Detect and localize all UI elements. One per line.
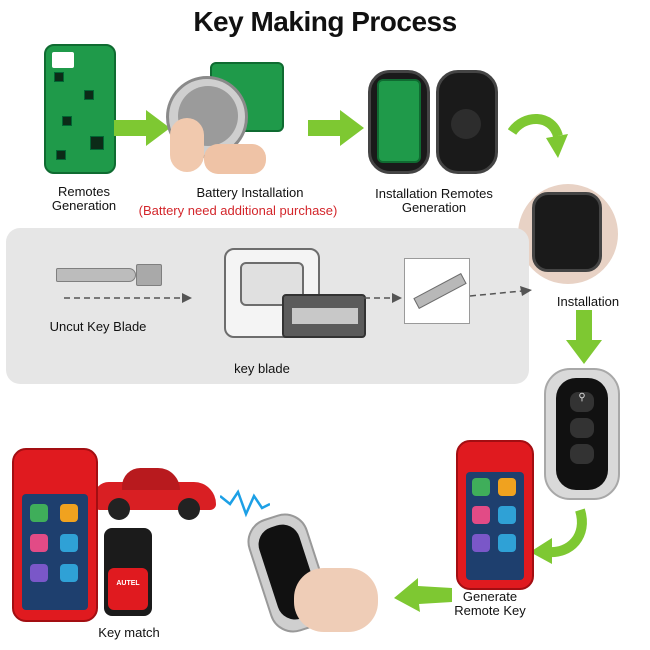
key-match-tablet-image (12, 448, 98, 622)
battery-note: (Battery need additional purchase) (138, 203, 338, 218)
battery-installation-label: Battery Installation (196, 185, 304, 200)
autel-brand-logo: AUTEL (116, 580, 140, 587)
key-blade-label: key blade (234, 361, 290, 376)
uncut-key-blade-image (56, 264, 166, 286)
remote-pcb-image (44, 44, 116, 174)
dashed-arrow-icon (470, 286, 532, 297)
obd-dongle-image: AUTEL (104, 528, 152, 616)
generate-remote-key-tablet-image (456, 440, 534, 590)
key-match-label: Key match (98, 625, 160, 640)
green-arrow-icon (114, 110, 170, 146)
key-cutting-machine-image (206, 238, 366, 350)
battery-installation-image (164, 62, 284, 180)
curved-arrow-icon (530, 508, 587, 564)
finished-smart-key-image: ⚲ (544, 368, 620, 500)
remotes-generation-label: Remotes Generation (51, 184, 117, 213)
open-fob-pcb-image (368, 70, 430, 174)
generate-remote-key-label: Generate Remote Key (454, 589, 526, 618)
uncut-key-blade-label: Uncut Key Blade (49, 319, 147, 334)
hand-holding-key-image (241, 507, 384, 644)
fob-back-shell-image (436, 70, 498, 174)
green-arrow-icon (394, 578, 452, 612)
installation-label: Installation (556, 294, 620, 309)
curved-arrow-icon (508, 114, 568, 158)
installation-remotes-generation-label: Installation Remotes Generation (375, 186, 493, 215)
cut-key-blade-image (404, 258, 470, 324)
down-arrow-icon (566, 310, 602, 364)
dashed-arrow-icon (364, 293, 402, 303)
green-arrow-icon (308, 110, 364, 146)
page-title: Key Making Process (193, 6, 457, 37)
signal-icon (220, 489, 270, 518)
red-car-image (94, 462, 216, 520)
dashed-arrow-icon (64, 293, 192, 303)
installation-image (510, 170, 630, 288)
